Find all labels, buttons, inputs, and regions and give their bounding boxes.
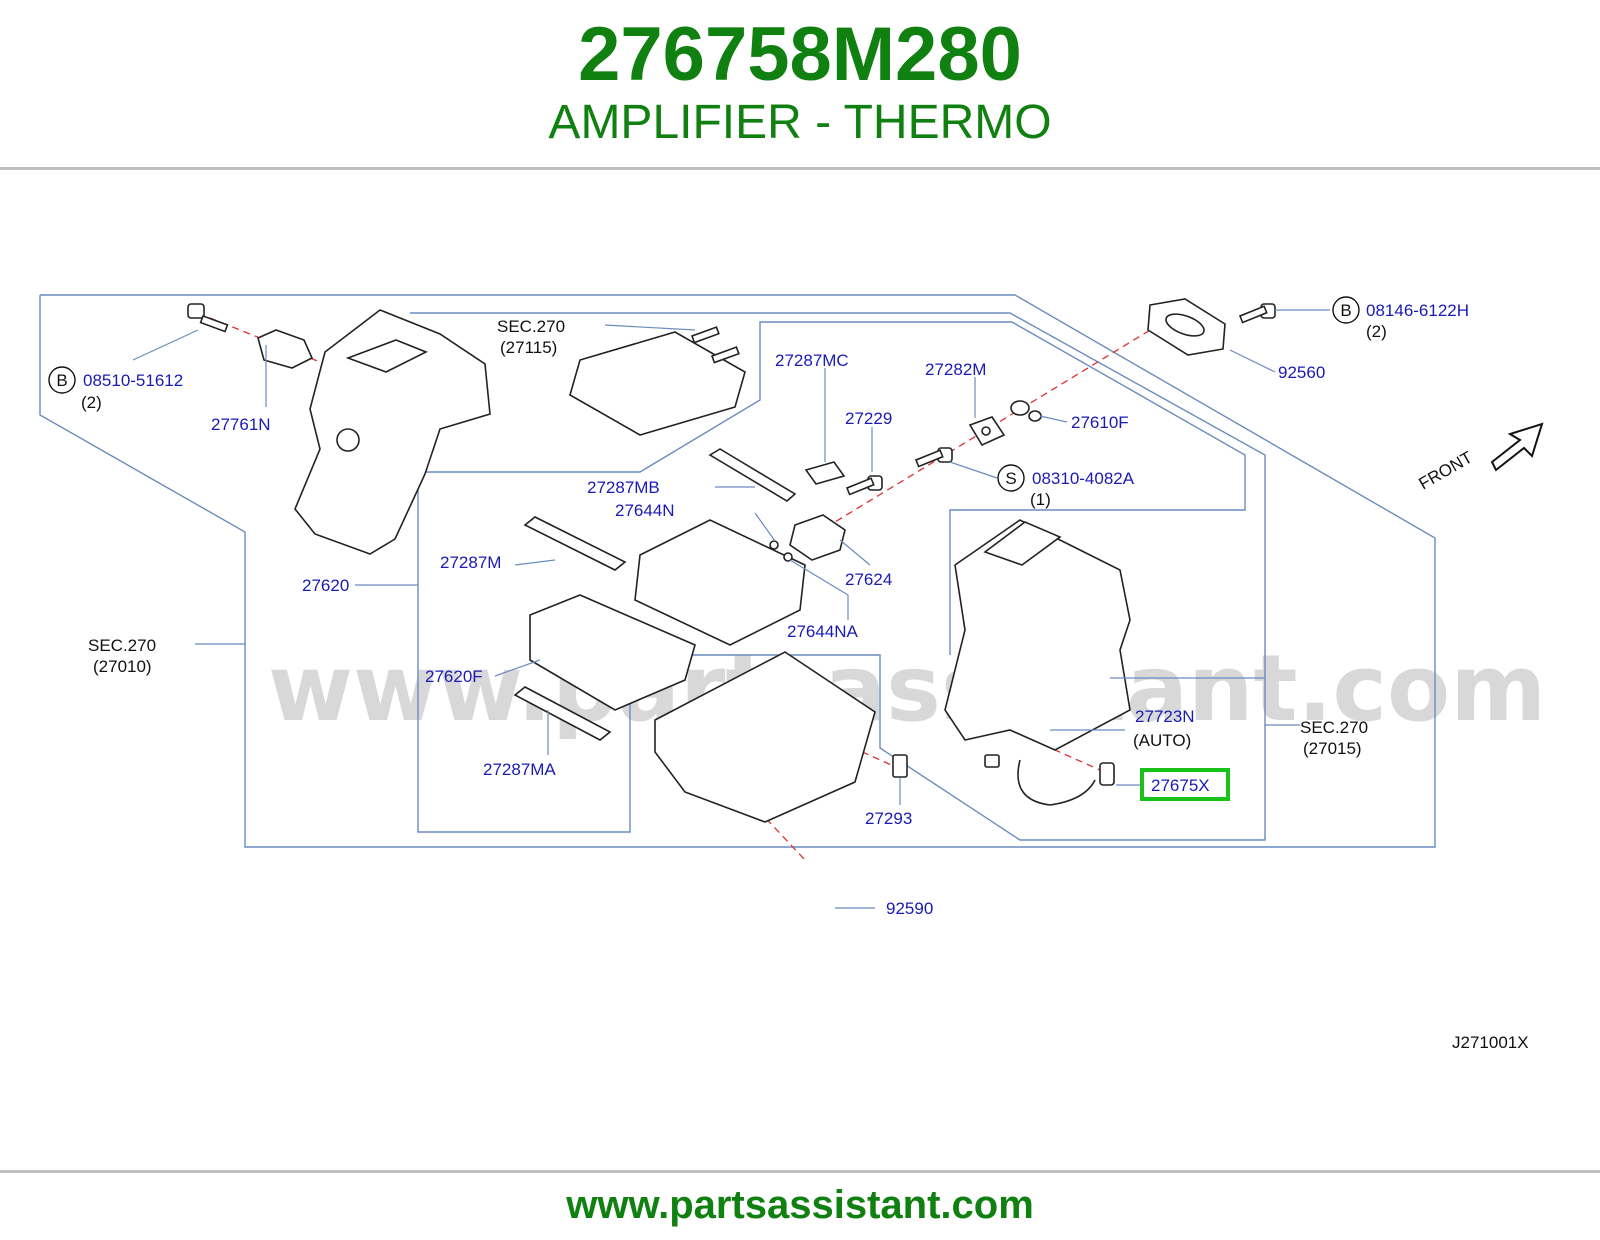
leader-92560 [1229, 349, 1276, 373]
case-27620f-drawing [529, 594, 696, 711]
leader-27644na-b [789, 559, 849, 596]
callout-08510-51612[interactable]: 08510-51612 [83, 371, 183, 390]
svg-text:B: B [1340, 301, 1351, 320]
callout-27287ma[interactable]: 27287MA [483, 760, 556, 779]
leader-08310 [949, 461, 998, 479]
callout-92560[interactable]: 92560 [1278, 363, 1325, 382]
footer-website-link[interactable]: www.partsassistant.com [566, 1183, 1034, 1227]
cooling-unit-group-box [418, 321, 1246, 655]
callout-27287mc[interactable]: 27287MC [775, 351, 849, 370]
svg-text:B: B [56, 371, 67, 390]
bolt-08146-drawing [1238, 303, 1276, 324]
expansion-valve-27624-drawing [789, 514, 846, 561]
heater-unit-27015-drawing [944, 519, 1131, 751]
part-name-subtitle: AMPLIFIER - THERMO [548, 96, 1052, 149]
header-divider [0, 167, 1600, 170]
heater-unit-group-box [410, 312, 1266, 841]
seal-27287mb-drawing [708, 448, 797, 502]
callout-27624[interactable]: 27624 [845, 570, 892, 589]
outer-group-box [39, 294, 1436, 848]
leader-27644n [754, 512, 776, 542]
callout-27620[interactable]: 27620 [302, 576, 349, 595]
callout-27610f[interactable]: 27610F [1071, 413, 1129, 432]
front-label: FRONT [1416, 448, 1476, 494]
page-header: 276758M280 AMPLIFIER - THERMO [0, 0, 1600, 170]
seal-27287mc-drawing [804, 461, 846, 485]
callout-92590[interactable]: 92590 [886, 899, 933, 918]
callout-27675x[interactable]: 27675X [1151, 776, 1210, 795]
label-sec-27115-code: (27115) [500, 338, 557, 357]
o-ring-27644na-drawing [783, 552, 793, 562]
clip-alignment-line [839, 741, 899, 769]
sensor-27675x-drawing [984, 754, 1115, 806]
callout-27229[interactable]: 27229 [845, 409, 892, 428]
qty-08510: (2) [81, 393, 102, 412]
callout-27293[interactable]: 27293 [865, 809, 912, 828]
qty-08146: (2) [1366, 322, 1387, 341]
evaporator-drawing [634, 519, 806, 646]
leader-27610f [1039, 415, 1068, 423]
svg-text:S: S [1005, 469, 1016, 488]
callout-27644na[interactable]: 27644NA [787, 622, 859, 641]
selected-part-highlight [1140, 768, 1230, 801]
bolt-type-b-icon-right: B [1332, 296, 1360, 324]
leader-27624 [839, 539, 871, 566]
callout-27723n[interactable]: 27723N [1135, 707, 1195, 726]
leader-08510 [132, 329, 199, 361]
qty-08310: (1) [1030, 490, 1051, 509]
heater-core-27115-drawing [569, 326, 746, 436]
callout-27287m[interactable]: 27287M [440, 553, 501, 572]
grommet-92560-drawing [1147, 298, 1226, 356]
callout-08310-4082a[interactable]: 08310-4082A [1032, 469, 1135, 488]
callout-27620f[interactable]: 27620F [425, 667, 483, 686]
drain-hose-92590-drawing [772, 855, 839, 1034]
bolt-alignment-line-right [829, 317, 1171, 526]
callout-27761n[interactable]: 27761N [211, 415, 271, 434]
diagram-code: J271001X [1452, 1033, 1529, 1052]
label-sec-27115: SEC.270 [497, 317, 565, 336]
seal-27287m-drawing [523, 516, 627, 571]
bolt-08310-drawing [914, 447, 953, 468]
heater-case-27620-drawing [294, 309, 491, 555]
footer-divider [0, 1170, 1600, 1173]
seal-27287ma-drawing [513, 686, 612, 741]
watermark-text: www.partsassistant.com [268, 635, 1546, 742]
callout-27287mb[interactable]: 27287MB [587, 478, 660, 497]
front-arrow-icon [1490, 422, 1544, 472]
leader-sec27115 [604, 324, 696, 331]
label-sec-27010: SEC.270 [88, 636, 156, 655]
bolt-27229-drawing [845, 475, 883, 496]
part-number-title: 276758M280 [578, 12, 1022, 97]
callout-27644n[interactable]: 27644N [615, 501, 675, 520]
note-auto: (AUTO) [1133, 731, 1191, 750]
label-sec-27010-code: (27010) [93, 657, 152, 676]
lower-case-drawing [654, 651, 876, 823]
callout-08146-6122h[interactable]: 08146-6122H [1366, 301, 1469, 320]
label-sec-27015: SEC.270 [1300, 718, 1368, 737]
gasket-27610f-drawing [1010, 400, 1042, 422]
screw-type-s-icon: S [997, 464, 1025, 492]
leader-27287m [514, 559, 556, 566]
clip-27293-drawing [892, 754, 908, 778]
callout-27282m[interactable]: 27282M [925, 360, 986, 379]
leader-27620f [494, 659, 541, 677]
label-sec-27015-code: (27015) [1303, 739, 1362, 758]
o-ring-27644n-drawing [769, 540, 779, 550]
bracket-27761n-drawing [257, 329, 314, 369]
bolt-08510-drawing [187, 303, 229, 333]
bolt-type-b-icon-left: B [48, 366, 76, 394]
insulator-27282m-drawing [968, 416, 1006, 447]
